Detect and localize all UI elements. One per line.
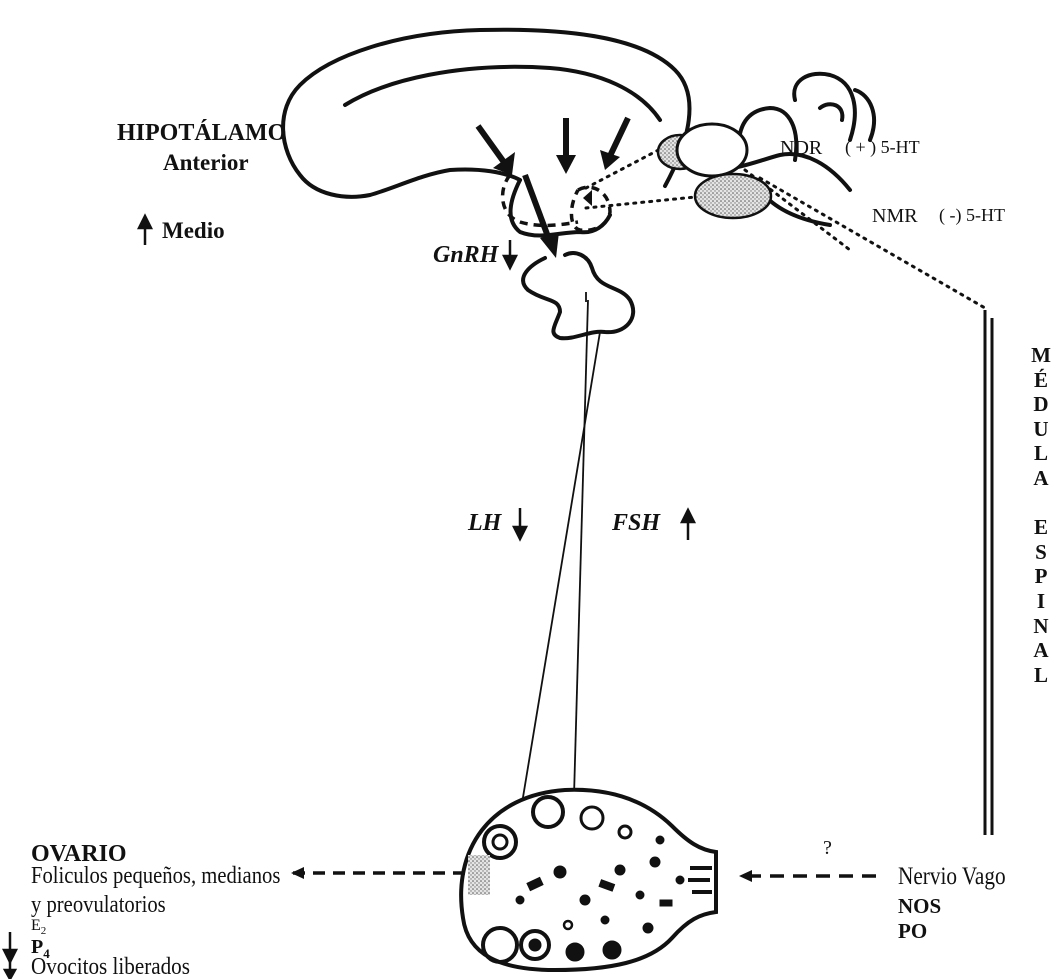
- projection-arrowhead: [583, 190, 592, 206]
- hypothalamus-anterior-label: Anterior: [163, 151, 249, 174]
- vagus-question-mark: ?: [823, 838, 832, 858]
- oocytes-down-arrow: [5, 958, 15, 979]
- spinal-cord-label: M É D U L A E S P I N A L: [1030, 343, 1052, 687]
- nmr-nucleus: [695, 174, 771, 218]
- medio-up-arrow: [139, 216, 151, 245]
- p4-down-arrow: [4, 932, 16, 962]
- ndr-label: NDR: [780, 138, 822, 158]
- spinal-cord-letter: D: [1030, 392, 1052, 417]
- hypothalamus-title: HIPOTÁLAMO: [117, 121, 286, 145]
- oocytes-label: Ovocitos liberados: [31, 955, 190, 979]
- ndr-serotonin-label: ( + ) 5-HT: [845, 138, 920, 156]
- ndr-nucleus: [658, 124, 747, 176]
- po-label: PO: [898, 921, 927, 942]
- spinal-cord-letter: L: [1030, 441, 1052, 466]
- spinal-cord-lines: [985, 310, 992, 835]
- spinal-cord-letter: É: [1030, 368, 1052, 393]
- vagus-nerve-label: Nervio Vago: [898, 864, 1006, 889]
- spinal-cord-letter: I: [1030, 589, 1052, 614]
- spinal-cord-letter: E: [1030, 515, 1052, 540]
- spinal-cord-letter: P: [1030, 564, 1052, 589]
- fsh-label: FSH: [612, 511, 660, 535]
- lh-down-arrow: [514, 508, 526, 539]
- nmr-serotonin-label: ( -) 5-HT: [939, 206, 1005, 224]
- ovary-follicles-line1: Foliculos pequeños, medianos: [31, 864, 280, 888]
- hypothalamus-medio-label: Medio: [162, 219, 225, 242]
- spinal-cord-letter: N: [1030, 614, 1052, 639]
- fsh-up-arrow: [682, 510, 694, 540]
- ovary-follicles-line2: y preovulatorios: [31, 893, 166, 917]
- spinal-cord-letter: L: [1030, 663, 1052, 688]
- brain-outline: [283, 30, 874, 339]
- serotonin-projections: [586, 145, 985, 308]
- gnrh-down-arrow: [504, 240, 516, 268]
- spinal-cord-letter: M: [1030, 343, 1052, 368]
- nos-label: NOS: [898, 896, 941, 917]
- spinal-cord-letter: S: [1030, 540, 1052, 565]
- spinal-cord-letter: A: [1030, 638, 1052, 663]
- spinal-cord-letter: U: [1030, 417, 1052, 442]
- nmr-label: NMR: [872, 206, 918, 226]
- ovary-shape: [461, 790, 716, 970]
- hypothalamus-input-arrows: [478, 118, 628, 258]
- spinal-cord-letter: A: [1030, 466, 1052, 491]
- spinal-cord-letter: [1030, 491, 1052, 516]
- lh-label: LH: [468, 511, 501, 535]
- gnrh-label: GnRH: [433, 243, 498, 267]
- estradiol-label: E2: [31, 918, 46, 937]
